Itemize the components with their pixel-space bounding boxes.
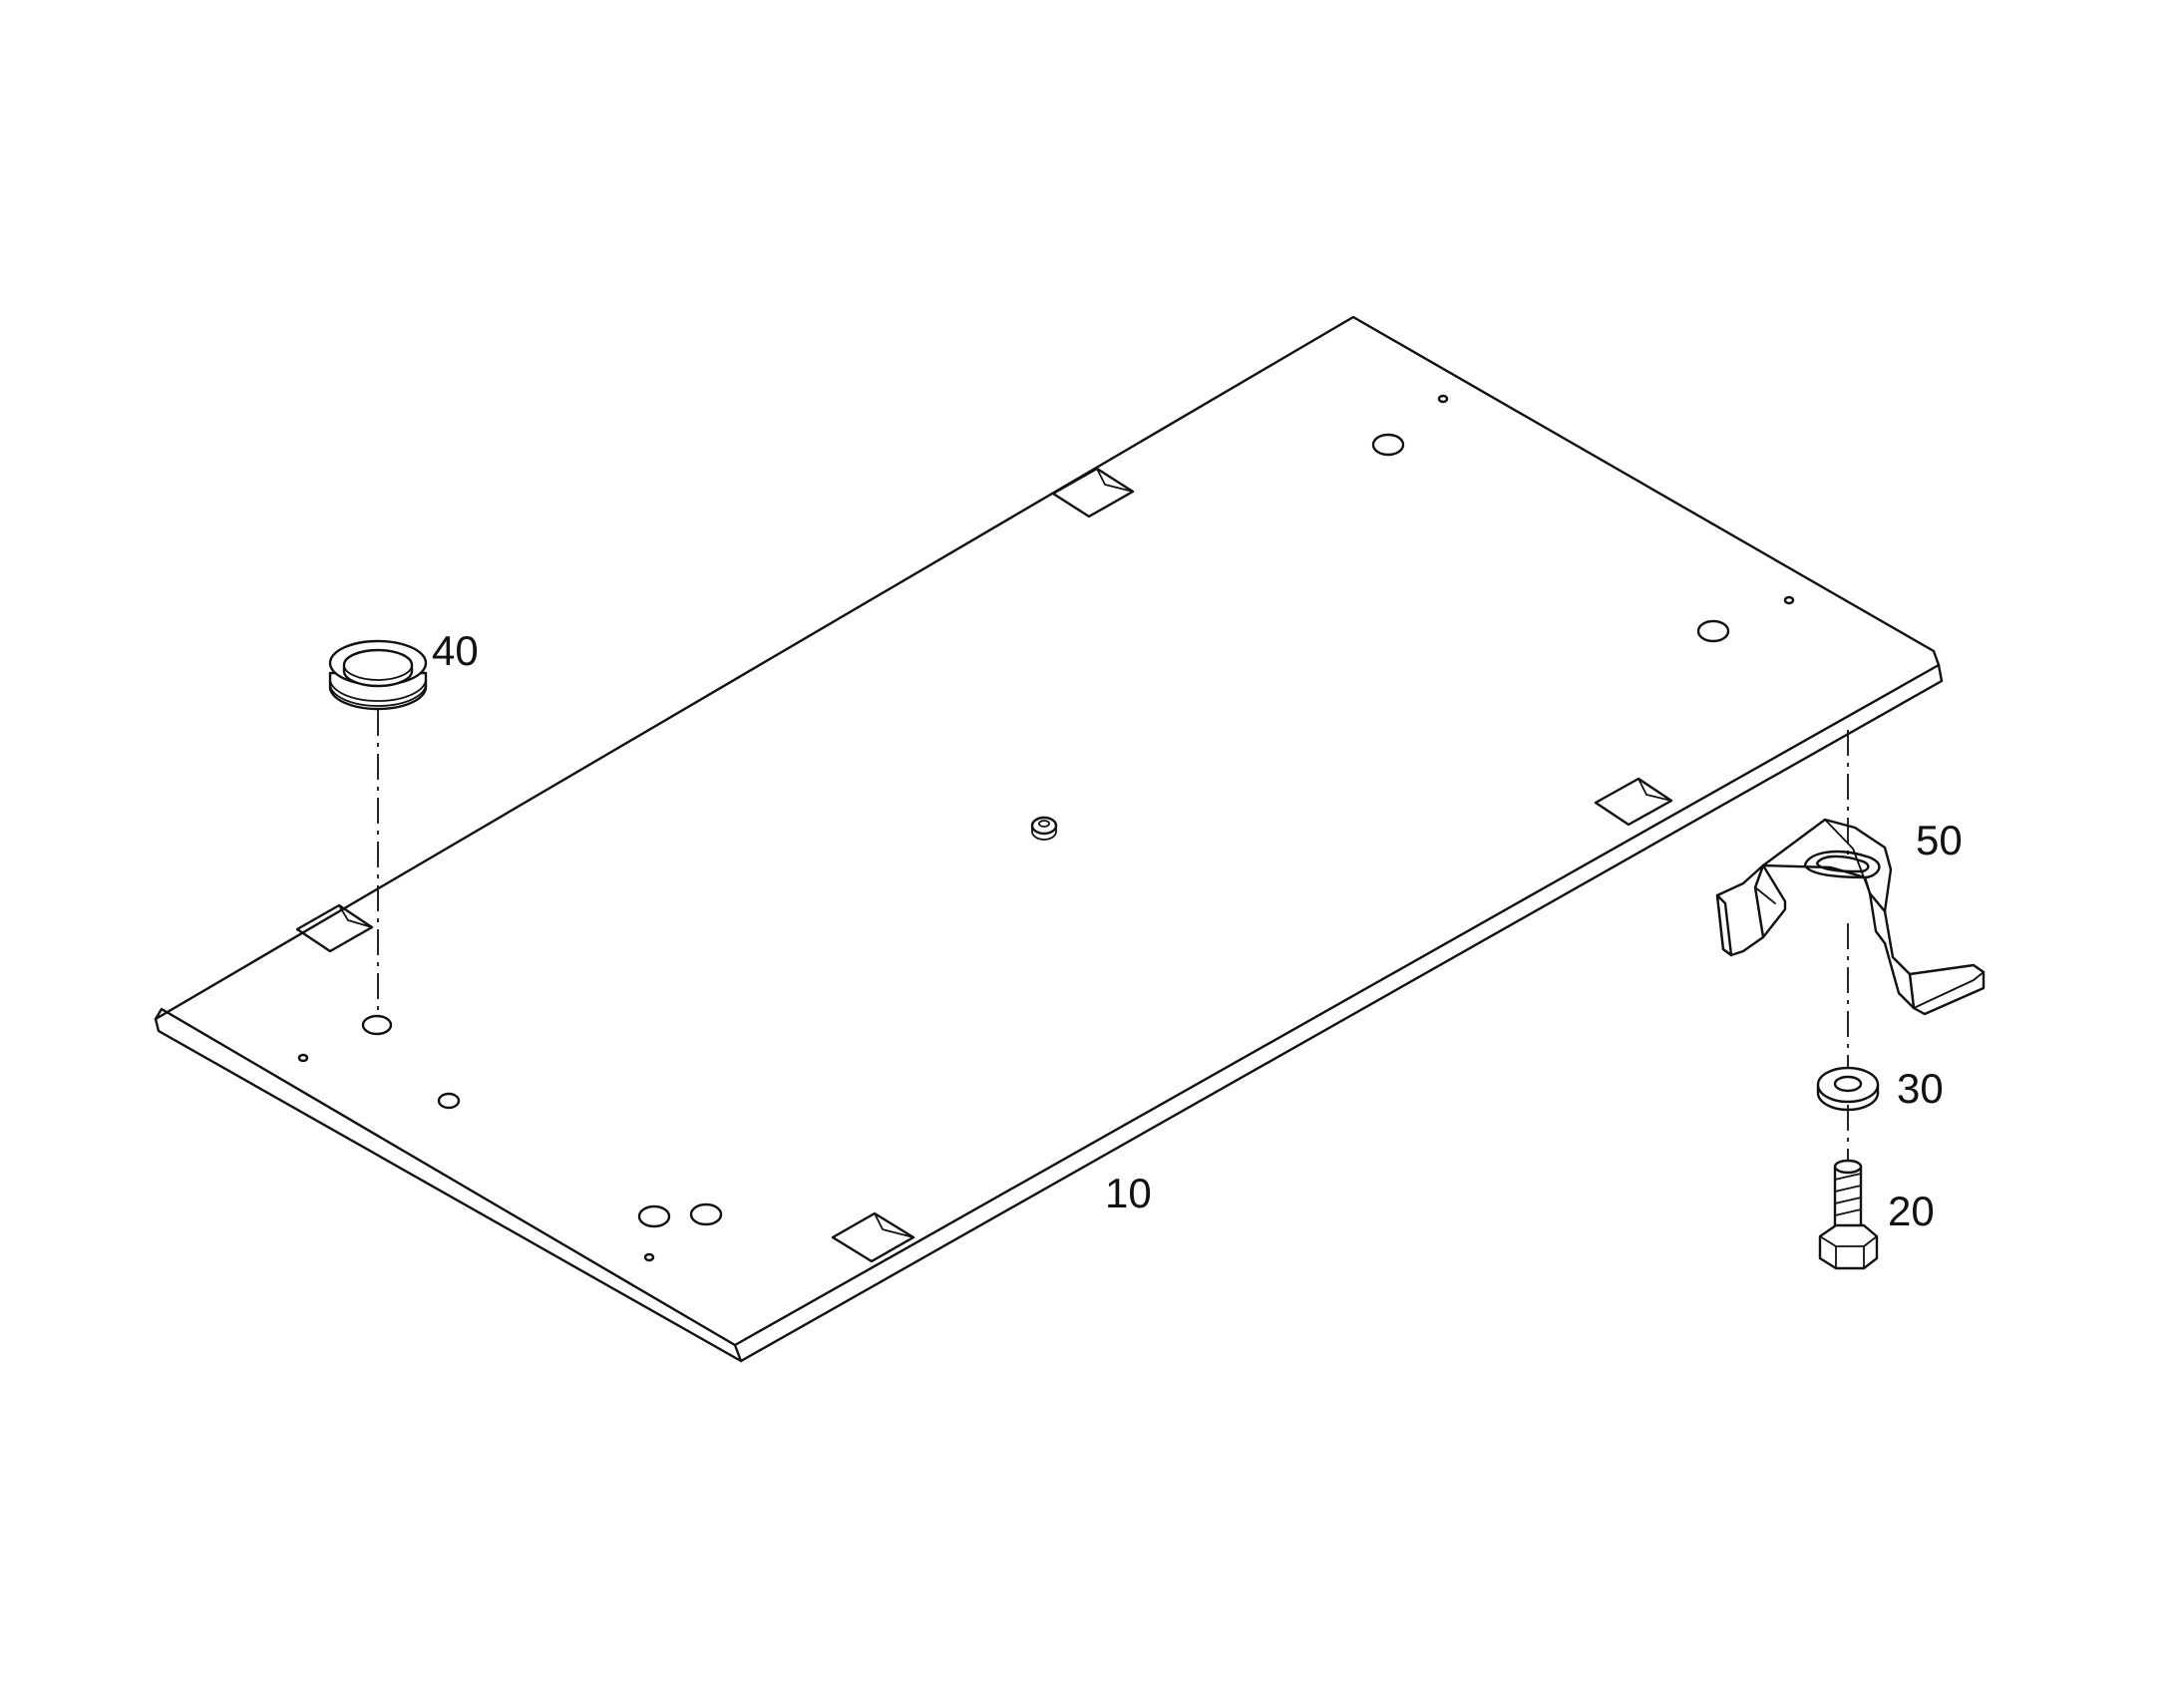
plate-hole xyxy=(1371,433,1405,457)
callout-10: 10 xyxy=(1105,1170,1152,1216)
plate-hole xyxy=(1696,619,1730,643)
plate-small-hole xyxy=(1783,595,1795,605)
plate-front-edge xyxy=(154,663,1944,1363)
plate-slot-left xyxy=(295,903,374,953)
plate-slot-right xyxy=(1594,777,1673,827)
plate-slot-back xyxy=(1051,467,1135,518)
plate-front-inner-edge xyxy=(161,1008,736,1346)
bracket xyxy=(1715,818,1986,1016)
base-plate xyxy=(154,315,1944,1363)
callout-20: 20 xyxy=(1888,1188,1935,1234)
callout-50: 50 xyxy=(1916,817,1963,863)
bolt xyxy=(1818,1159,1879,1270)
callout-30: 30 xyxy=(1897,1065,1944,1112)
plate-center-nut xyxy=(1030,816,1058,841)
plate-slot-front xyxy=(831,1211,915,1263)
plate-small-hole xyxy=(643,1252,655,1262)
plate-grommet-hole xyxy=(361,1014,393,1036)
plate-hole xyxy=(437,1092,461,1110)
plate-hole xyxy=(637,1204,671,1228)
grommet xyxy=(328,639,428,711)
plate-hole xyxy=(689,1202,723,1226)
washer xyxy=(1816,1066,1880,1112)
plate-front-corner xyxy=(733,1343,743,1363)
plate-top-face xyxy=(154,315,1941,1347)
callout-40: 40 xyxy=(432,627,479,674)
plate-small-hole xyxy=(1437,394,1449,404)
plate-small-hole xyxy=(297,1053,309,1063)
